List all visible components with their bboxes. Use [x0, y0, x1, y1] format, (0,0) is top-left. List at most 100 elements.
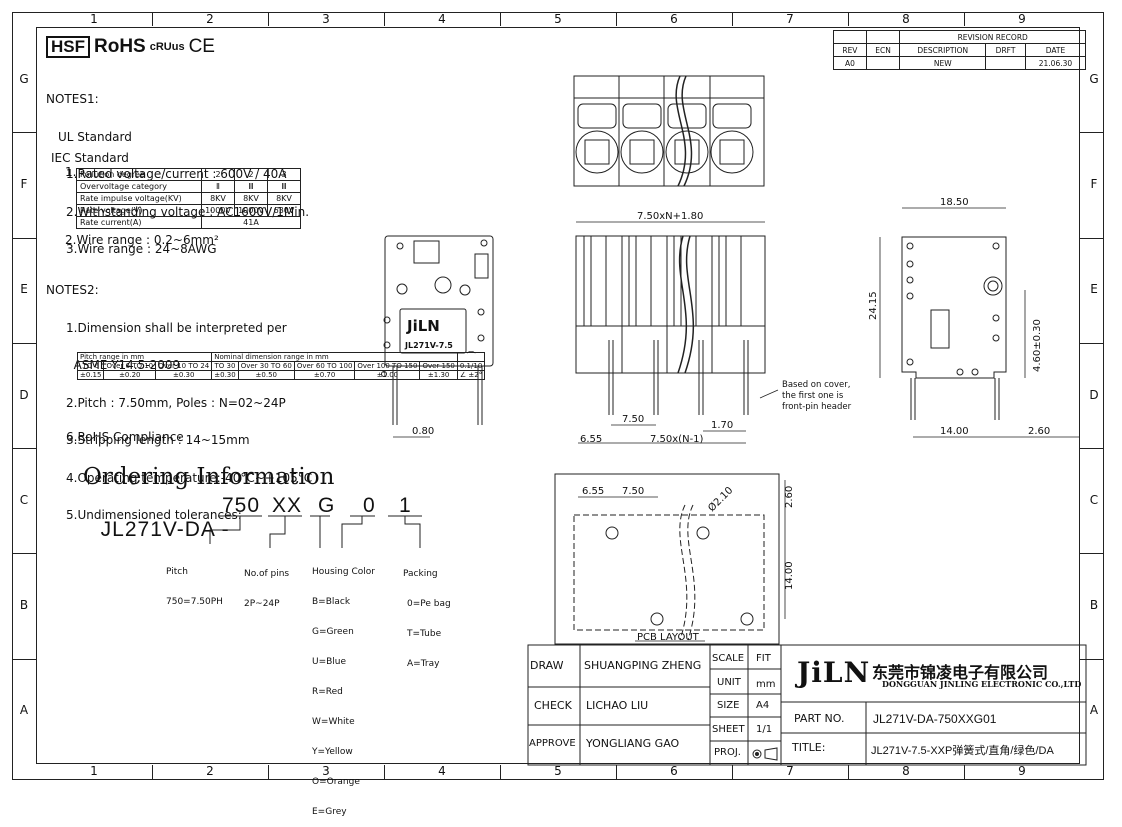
color-option: E=Grey — [312, 807, 347, 817]
zone-column-label: 3 — [322, 12, 330, 26]
iec-wire-range: 2.Wire range : 0.2~6mm² — [65, 233, 219, 247]
drawing-title: JL271V-7.5-XXP弹簧式/直角/绿色/DA — [871, 745, 1054, 757]
notes2-item: 3.Stripping length : 14~15mm — [66, 433, 250, 447]
zone-row-label: E — [20, 282, 28, 297]
notes1-heading: NOTES1: — [46, 92, 99, 106]
housing-logo-text: JiLN — [406, 317, 440, 335]
cover-note-line: front-pin header — [782, 402, 852, 412]
notes2-item: 1.Dimension shall be interpreted per — [66, 320, 287, 335]
size-value: A4 — [756, 700, 770, 711]
pcb-layout — [554, 473, 786, 645]
pcb-dim-pitch: 7.50 — [622, 486, 644, 497]
zone-column-label: 4 — [438, 12, 446, 26]
zone-tick — [732, 765, 733, 779]
hsf-logo: HSF — [46, 36, 90, 58]
zone-tick — [12, 658, 36, 660]
scale-label: SCALE — [712, 653, 745, 664]
check-name: LICHAO LIU — [586, 699, 649, 712]
size-label: SIZE — [717, 700, 740, 711]
zone-tick — [1080, 658, 1104, 660]
dim-depth: 18.50 — [940, 197, 969, 208]
zone-column-label: 2 — [206, 764, 214, 778]
check-label: CHECK — [534, 699, 572, 712]
zone-tick — [1080, 342, 1104, 344]
packing-option: 0=Pe bag — [407, 599, 451, 609]
zone-column-label: 4 — [438, 764, 446, 778]
zone-column-label: 1 — [90, 12, 98, 26]
zone-tick — [152, 12, 153, 26]
zone-tick — [848, 12, 849, 26]
front-view — [575, 221, 779, 444]
revision-record-table: REVISION RECORD REV ECN DESCRIPTION DRFT… — [833, 30, 1087, 70]
zone-column-label: 9 — [1018, 764, 1026, 778]
zone-tick — [616, 12, 617, 26]
housing-model-text: JL271V-7.5 — [404, 341, 453, 350]
pcb-dim-spacing: 14.00 — [784, 561, 795, 590]
rev-value: A0 — [833, 56, 867, 70]
zone-row-label: C — [1089, 492, 1099, 507]
rohs-compliance-note: 6.RoHS Compliance — [66, 430, 184, 444]
zone-tick — [500, 12, 501, 26]
pcb-dim-offset: 2.60 — [784, 486, 795, 508]
notes2-item: 5.Undimensioned tolerances: — [66, 508, 242, 522]
zone-column-label: 9 — [1018, 12, 1026, 26]
side-view-left — [381, 235, 494, 438]
zone-tick — [268, 765, 269, 779]
zone-tick — [1080, 553, 1104, 555]
scale-value: FIT — [756, 653, 771, 664]
ce-logo: CE — [188, 36, 215, 57]
ordering-packing-code: 1 — [399, 494, 412, 517]
pins-legend-value: 2P~24P — [244, 599, 280, 609]
dim-edge-to-pin: 6.55 — [580, 434, 602, 445]
zone-column-label: 8 — [902, 764, 910, 778]
zone-row-label: E — [1090, 282, 1098, 297]
zone-column-label: 1 — [90, 764, 98, 778]
pitch-legend: Pitch 750=7.50PH — [166, 547, 223, 617]
iec-cell: 41A — [201, 216, 301, 229]
draw-label: DRAW — [530, 659, 564, 672]
projection-symbol-icon — [752, 747, 778, 761]
side-view-right — [879, 207, 1080, 438]
dim-pin-offset: 1.70 — [711, 420, 733, 431]
drawing-border — [36, 27, 1080, 764]
cover-note-line: the first one is — [782, 391, 844, 401]
tol-angle-value: ±2° — [468, 371, 483, 379]
top-view — [573, 75, 765, 187]
part-no-label: PART NO. — [794, 712, 845, 725]
ul-heading: UL Standard — [58, 129, 132, 144]
zone-tick — [616, 765, 617, 779]
color-legend-label: Housing Color — [312, 567, 375, 577]
iec-heading: IEC Standard — [51, 151, 129, 165]
zone-column-label: 5 — [554, 12, 562, 26]
tol-val: ±0.50 — [237, 370, 295, 380]
part-no-value: JL271V-DA-750XXG01 — [873, 712, 997, 726]
zone-tick — [732, 12, 733, 26]
zone-row-label: G — [1089, 71, 1099, 86]
zone-row-label: A — [1089, 703, 1099, 718]
packing-legend-label: Packing — [403, 569, 438, 579]
title-label: TITLE: — [792, 741, 826, 754]
pins-legend-label: No.of pins — [244, 569, 290, 579]
zone-row-label: C — [19, 492, 29, 507]
company-name-cn: 东莞市锦凌电子有限公司 — [872, 663, 1049, 682]
zone-tick — [964, 765, 965, 779]
zone-tick — [1080, 132, 1104, 134]
iec-item-number: 1. — [65, 165, 77, 179]
zone-row-label: B — [1089, 598, 1099, 613]
ordering-pitch-code: 750 — [222, 494, 261, 517]
iec-cell: Rate current(A) — [76, 216, 202, 229]
zone-column-label: 7 — [786, 764, 794, 778]
ordering-color-code: G — [318, 494, 336, 517]
ul-item: 3.Wire range : 24~8AWG — [66, 242, 217, 256]
zone-column-label: 5 — [554, 764, 562, 778]
zone-tick — [384, 12, 385, 26]
angle-symbol: ∠ — [459, 371, 467, 379]
zone-row-label: F — [20, 176, 28, 191]
color-option: U=Blue — [312, 657, 347, 667]
draw-name: SHUANGPING ZHENG — [584, 659, 702, 672]
technical-drawing: JiLN JL271V-7.5 0.80 7.50xN+1.80 7.50 1.… — [381, 75, 1080, 645]
packing-legend: Packing 0=Pe bag T=Tube A=Tray — [403, 549, 451, 679]
pitch-legend-label: Pitch — [166, 567, 188, 577]
tol-val: ±0.30 — [211, 370, 239, 380]
